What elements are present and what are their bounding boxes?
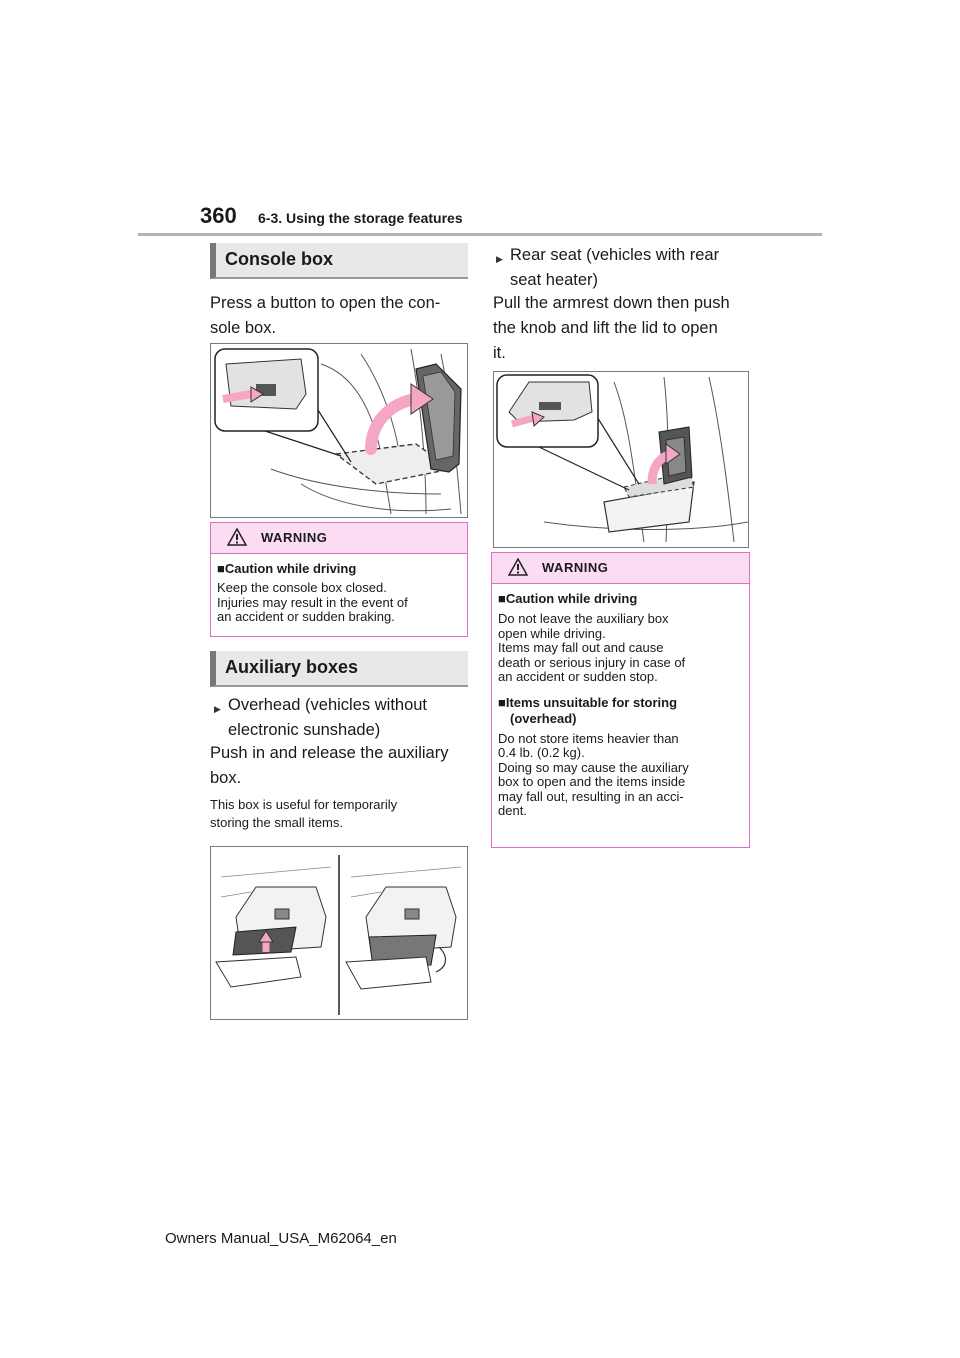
overhead-instruction: Push in and release the auxiliary box. bbox=[210, 744, 449, 787]
page-number: 360 bbox=[200, 203, 237, 228]
console-warning-box: WARNING ■Caution while driving Keep the … bbox=[210, 522, 468, 637]
overhead-item: Overhead (vehicles without electronic su… bbox=[214, 693, 473, 743]
rear-seat-instruction: Pull the armrest down then push the knob… bbox=[493, 294, 730, 362]
rear-armrest-illustration bbox=[493, 371, 749, 548]
auxiliary-boxes-heading: Auxiliary boxes bbox=[210, 651, 468, 687]
header-rule bbox=[138, 233, 822, 236]
warning-header: WARNING bbox=[492, 553, 749, 584]
warning-triangle-icon bbox=[227, 528, 247, 546]
section-title: 6-3. Using the storage features bbox=[258, 210, 463, 226]
console-box-text: Press a button to open the con- sole box… bbox=[210, 294, 441, 337]
warning-header: WARNING bbox=[211, 523, 467, 554]
console-box-heading: Console box bbox=[210, 243, 468, 279]
rear-seat-item: Rear seat (vehicles with rear seat heate… bbox=[496, 243, 755, 293]
warning-text-items: Do not store items heavier than 0.4 lb. … bbox=[498, 730, 689, 818]
warning-subheading-caution: ■Caution while driving bbox=[498, 591, 638, 606]
warning-subheading-items: ■Items unsuitable for storing (overhead) bbox=[498, 694, 678, 726]
warning-text: Keep the console box closed. Injuries ma… bbox=[217, 580, 408, 624]
overhead-note: This box is useful for temporarily stori… bbox=[210, 797, 398, 830]
console-box-illustration bbox=[210, 343, 468, 518]
footer-text: Owners Manual_USA_M62064_en bbox=[165, 1230, 397, 1247]
warning-text-caution: Do not leave the auxiliary box open whil… bbox=[498, 611, 686, 684]
warning-title: WARNING bbox=[542, 560, 609, 575]
warning-subheading: ■Caution while driving bbox=[217, 561, 357, 576]
auxiliary-warning-box: WARNING ■Caution while driving Do not le… bbox=[491, 552, 750, 848]
overhead-box-illustration bbox=[210, 846, 468, 1020]
warning-title: WARNING bbox=[261, 530, 328, 545]
warning-triangle-icon bbox=[508, 558, 528, 576]
